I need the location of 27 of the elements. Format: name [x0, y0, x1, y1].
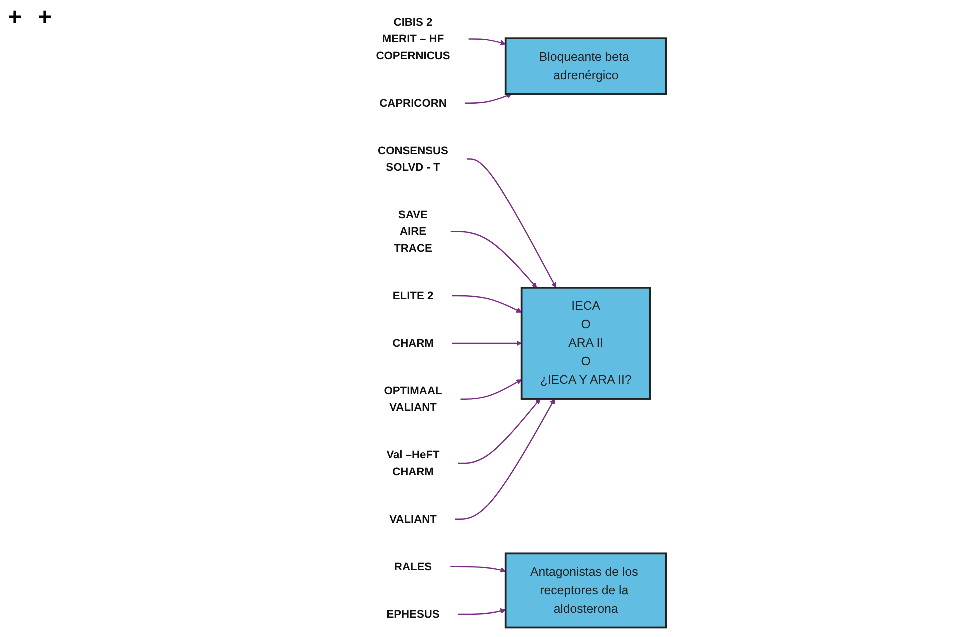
plus-sign: + [38, 4, 52, 32]
arrow [452, 295, 522, 313]
node-box: IECA O ARA II O ¿IECA Y ARA II? [520, 287, 652, 400]
node-text: CAPRICORN [380, 96, 447, 110]
arrow [466, 158, 557, 288]
arrow [450, 566, 506, 573]
node-text: OPTIMAAL VALIANT [384, 384, 442, 414]
arrow [455, 398, 556, 520]
arrow [465, 93, 512, 104]
node-text: Val –HeFT CHARM [386, 448, 440, 478]
node-text: VALIANT [390, 512, 437, 526]
node-text: CIBIS 2 MERIT – HF COPERNICUS [376, 16, 450, 62]
arrow [458, 398, 541, 464]
node-box: Antagonistas de los receptores de la aldosterona [504, 552, 668, 629]
node-text: SAVE AIRE TRACE [394, 208, 432, 254]
node-text: CONSENSUS SOLVD - T [378, 144, 448, 174]
arrow [450, 231, 538, 288]
arrow [460, 380, 522, 400]
node-box: Bloqueante beta adrenérgico [504, 38, 668, 96]
node-text: RALES [394, 560, 432, 573]
arrow [452, 340, 522, 346]
arrow [468, 38, 506, 46]
node-text: EPHESUS [386, 608, 440, 620]
node-text: ELITE 2 [392, 289, 434, 302]
arrow [458, 608, 506, 616]
node-text: CHARM [392, 337, 434, 350]
plus-sign: + [8, 4, 22, 32]
